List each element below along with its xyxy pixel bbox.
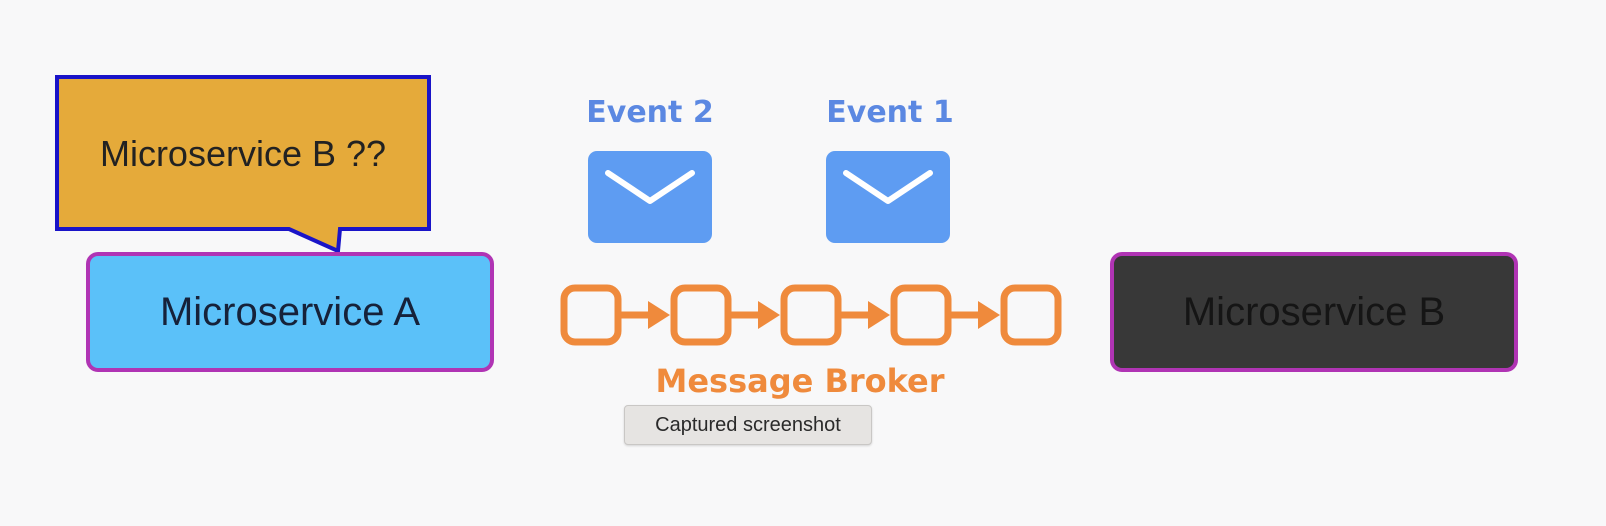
microservice-b-box: Microservice B — [1110, 252, 1518, 372]
microservice-b-label: Microservice B — [1182, 289, 1446, 334]
envelope-icon — [588, 151, 712, 243]
event-2-label: Event 2 — [586, 95, 714, 130]
message-broker-queue — [560, 284, 1062, 346]
queue-slot — [670, 284, 732, 346]
envelope-icon — [826, 151, 950, 243]
queue-slot — [1000, 284, 1062, 346]
microservice-a-label: Microservice A — [159, 289, 421, 334]
callout-bubble — [55, 75, 431, 254]
tooltip: Captured screenshot — [624, 405, 872, 445]
queue-slot — [560, 284, 622, 346]
queue-slot — [780, 284, 842, 346]
queue-arrow — [841, 301, 890, 329]
queue-slot — [890, 284, 952, 346]
event-1-label: Event 1 — [826, 95, 954, 130]
queue-arrow — [951, 301, 1000, 329]
queue-arrow — [731, 301, 780, 329]
callout-text: Microservice B ?? — [99, 133, 387, 174]
queue-arrow — [621, 301, 670, 329]
microservice-a-box: Microservice A — [86, 252, 494, 372]
message-broker-label: Message Broker — [655, 362, 945, 400]
